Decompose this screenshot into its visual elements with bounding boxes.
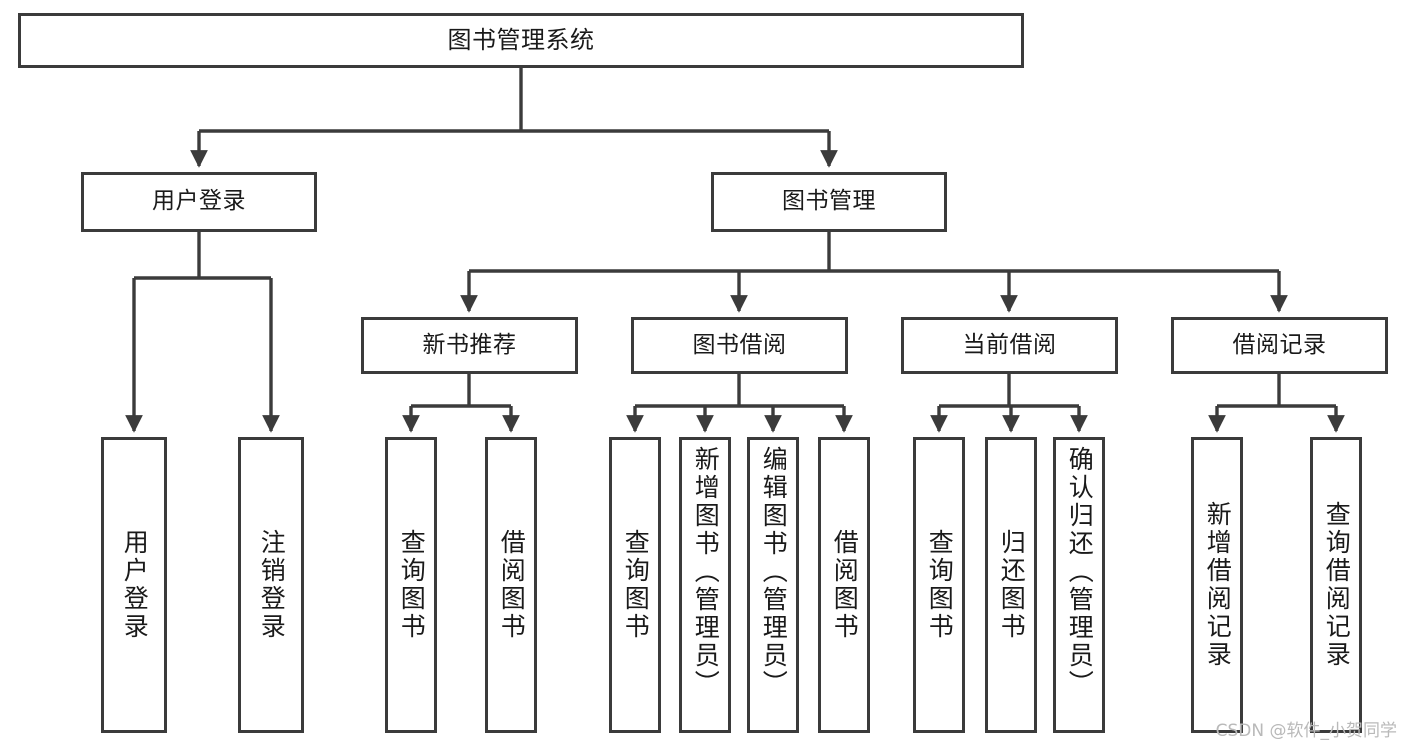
- leaf-confirm-return-admin[interactable]: 确认归还（管理员）: [1053, 437, 1105, 733]
- leaf-add-book-admin[interactable]: 新增图书（管理员）: [679, 437, 731, 733]
- leaf-query-book-current-label: 查询图书: [925, 529, 955, 641]
- leaf-confirm-return-admin-label: 确认归还（管理员）: [1065, 446, 1095, 698]
- leaf-add-book-admin-label: 新增图书（管理员）: [691, 446, 721, 698]
- node-root[interactable]: 图书管理系统: [18, 13, 1024, 68]
- node-user-login[interactable]: 用户登录: [81, 172, 317, 232]
- leaf-add-borrow-record-label: 新增借阅记录: [1203, 501, 1233, 669]
- leaf-add-borrow-record[interactable]: 新增借阅记录: [1191, 437, 1243, 733]
- leaf-borrow-book-recommend-label: 借阅图书: [497, 529, 527, 641]
- node-new-book-recommend[interactable]: 新书推荐: [361, 317, 578, 374]
- node-user-login-label: 用户登录: [152, 188, 246, 215]
- node-root-label: 图书管理系统: [447, 26, 595, 55]
- leaf-user-logout[interactable]: 注销登录: [238, 437, 304, 733]
- node-current-borrow-label: 当前借阅: [962, 331, 1057, 358]
- leaf-return-book[interactable]: 归还图书: [985, 437, 1037, 733]
- leaf-edit-book-admin-label: 编辑图书（管理员）: [759, 446, 789, 698]
- leaf-user-login[interactable]: 用户登录: [101, 437, 167, 733]
- node-borrow-record[interactable]: 借阅记录: [1171, 317, 1388, 374]
- leaf-query-book-recommend-label: 查询图书: [397, 529, 427, 641]
- watermark: CSDN @软件_小贺同学: [1215, 721, 1397, 741]
- node-current-borrow[interactable]: 当前借阅: [901, 317, 1118, 374]
- node-new-book-recommend-label: 新书推荐: [422, 331, 517, 358]
- leaf-return-book-label: 归还图书: [997, 529, 1027, 641]
- leaf-query-borrow-record[interactable]: 查询借阅记录: [1310, 437, 1362, 733]
- leaf-query-book-borrow[interactable]: 查询图书: [609, 437, 661, 733]
- leaf-borrow-book-label: 借阅图书: [830, 529, 860, 641]
- leaf-edit-book-admin[interactable]: 编辑图书（管理员）: [747, 437, 799, 733]
- leaf-borrow-book[interactable]: 借阅图书: [818, 437, 870, 733]
- leaf-query-book-recommend[interactable]: 查询图书: [385, 437, 437, 733]
- node-borrow-record-label: 借阅记录: [1232, 331, 1327, 358]
- node-book-borrow[interactable]: 图书借阅: [631, 317, 848, 374]
- leaf-borrow-book-recommend[interactable]: 借阅图书: [485, 437, 537, 733]
- node-book-borrow-label: 图书借阅: [692, 331, 787, 358]
- leaf-user-login-label: 用户登录: [120, 529, 150, 641]
- leaf-query-book-current[interactable]: 查询图书: [913, 437, 965, 733]
- node-book-manage[interactable]: 图书管理: [711, 172, 947, 232]
- leaf-query-borrow-record-label: 查询借阅记录: [1322, 501, 1352, 669]
- leaf-query-book-borrow-label: 查询图书: [621, 529, 651, 641]
- leaf-user-logout-label: 注销登录: [257, 529, 287, 641]
- node-book-manage-label: 图书管理: [782, 188, 876, 215]
